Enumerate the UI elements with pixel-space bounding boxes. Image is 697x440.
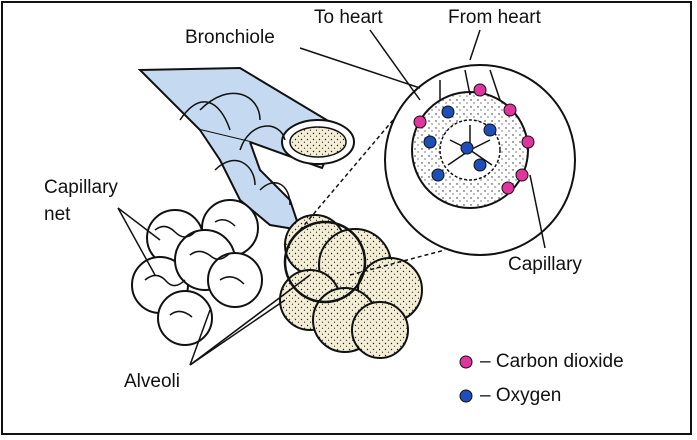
label-capillary: Capillary (508, 254, 582, 275)
diagram-border (1, 1, 692, 435)
label-to-heart: To heart (314, 7, 383, 28)
alveoli-cluster (279, 214, 423, 359)
label-capillary-net-line1: Capillary (44, 177, 118, 198)
legend-oxygen-label: – Oxygen (480, 385, 562, 406)
legend-oxygen-swatch (459, 389, 473, 403)
bronchiole-tube (137, 66, 355, 232)
label-capillary-net-line2: net (44, 204, 71, 225)
label-alveoli: Alveoli (124, 371, 180, 392)
label-from-heart: From heart (448, 7, 541, 28)
capillary-net-cluster (131, 199, 263, 346)
legend-carbon-dioxide-label: – Carbon dioxide (480, 351, 624, 372)
legend-carbon-dioxide-swatch (459, 355, 473, 369)
label-bronchiole: Bronchiole (185, 27, 275, 48)
zoom-lines (299, 99, 446, 276)
leader-lines (117, 29, 546, 366)
magnified-alveolus (384, 64, 576, 256)
